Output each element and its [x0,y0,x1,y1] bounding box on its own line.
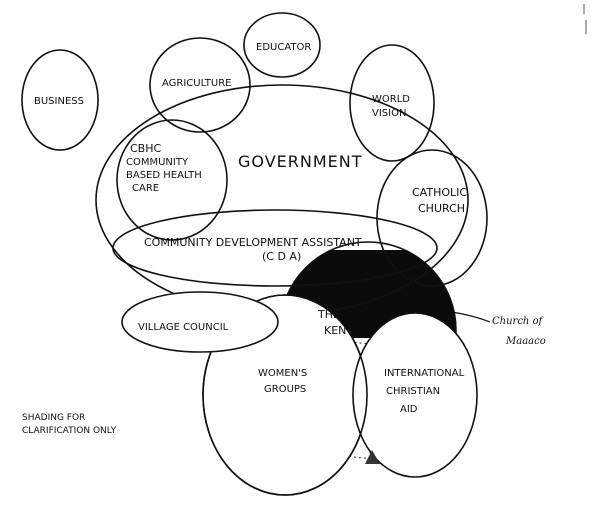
agriculture-circle [149,37,251,133]
village-council-label: VILLAGE COUNCIL [138,322,229,333]
shading-note: SHADING FOR CLARIFICATION ONLY [22,413,117,436]
cbhc-title: CBHC [130,142,161,155]
cda-ellipse [112,209,438,287]
womens-groups-label: WOMEN'S GROUPS [258,368,310,395]
church-annotation: Church of Maaaco [492,316,546,347]
village-council-circle [121,291,279,353]
government-label: GOVERNMENT [238,152,363,171]
agriculture-label: AGRICULTURE [162,78,232,89]
cda-label: COMMUNITY DEVELOPMENT ASSISTANT (C D A) [144,236,365,263]
education-label: EDUCATOR [256,42,311,53]
education-circle [243,12,321,78]
annotation-line [451,311,491,323]
cbhc-circle [116,119,228,241]
bottom-shaded-wedge [365,450,380,464]
page-edge-marks [583,4,587,34]
business-circle [21,49,99,151]
international-christian-aid-circle [352,312,478,478]
catholic-church-circle [376,149,488,287]
the-kenya-label: THE KEN [317,308,346,337]
world-vision-circle [349,44,435,162]
world-vision-label: WORLD VISION [372,94,413,119]
catholic-church-label: CATHOLIC CHURCH [412,186,471,215]
cbhc-label: CBHC COMMUNITY BASED HEALTH CARE [126,142,205,194]
international-christian-aid-label: INTERNATIONAL CHRISTIAN AID [384,368,467,415]
business-label: BUSINESS [34,96,84,107]
